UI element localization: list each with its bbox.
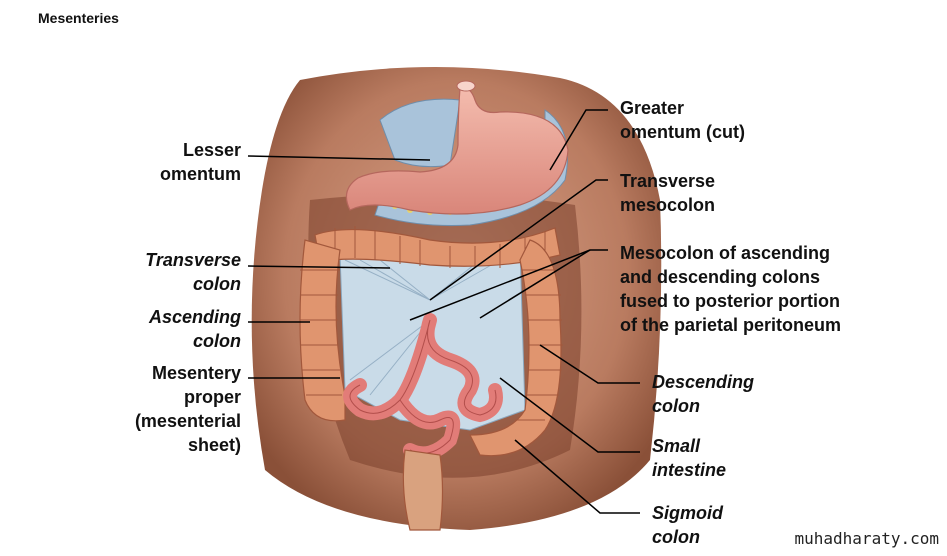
page-title: Mesenteries <box>38 10 119 26</box>
label-lesser-omentum: Lesser omentum <box>160 140 241 184</box>
label-mesentery-proper: Mesentery proper (mesenterial sheet) <box>134 363 241 455</box>
stomach <box>345 86 569 215</box>
label-ascending-colon: Ascending colon <box>148 307 241 351</box>
ascending-colon <box>299 239 346 422</box>
esophagus-stump <box>456 80 476 92</box>
label-transverse-colon: Transverse colon <box>145 250 241 294</box>
watermark: muhadharaty.com <box>794 529 940 548</box>
descending-colon <box>469 239 562 457</box>
label-descending-colon: Descending colon <box>652 372 755 416</box>
label-transverse-mesocolon: Transverse mesocolon <box>620 171 716 215</box>
transverse-colon <box>314 227 561 267</box>
label-greater-omentum: Greater omentum (cut) <box>620 98 745 142</box>
label-sigmoid-colon: Sigmoid colon <box>652 503 723 547</box>
label-mesocolon-fused: Mesocolon of ascending and descending co… <box>620 243 842 335</box>
rectum <box>402 449 444 531</box>
label-small-intestine: Small intestine <box>652 436 727 480</box>
